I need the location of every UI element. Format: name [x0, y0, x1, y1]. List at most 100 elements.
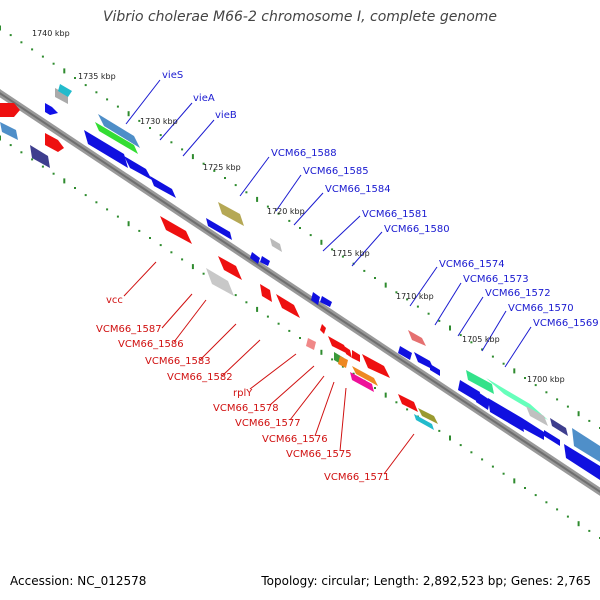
gene-label: VCM66_1570: [508, 303, 574, 314]
scale-dot: [299, 337, 301, 339]
scale-dot: [202, 272, 205, 275]
gene-arrow: [522, 418, 544, 440]
chromosome-backbone: [0, 89, 600, 496]
scale-dot: [20, 151, 23, 154]
minus-gene-labels: vcc VCM66_1587 VCM66_1586 VCM66_1583 VCM…: [96, 295, 390, 483]
gene-label: VCM66_1571: [324, 472, 390, 483]
scale-dot: [341, 365, 344, 368]
scale-dot: [352, 372, 355, 375]
scale-dot: [459, 334, 462, 337]
scale-dot: [41, 165, 44, 168]
scale-dot: [341, 255, 344, 258]
scale-dot: [149, 127, 151, 129]
gene-arrow: [338, 356, 348, 368]
gene-arrow: [488, 398, 524, 432]
gene-label-rplY: rplY: [233, 388, 253, 399]
scale-dot: [416, 305, 419, 308]
gene-arrow: [206, 268, 234, 296]
scale-dot: [534, 384, 537, 387]
scale-dot: [245, 301, 248, 304]
gene-label: VCM66_1585: [303, 166, 369, 177]
scale-dot: [491, 355, 494, 358]
gene-arrow: [430, 364, 440, 376]
minus-strand-genes: [160, 216, 438, 430]
plus-gene-labels: vieS vieA vieB VCM66_1588 VCM66_1585 VCM…: [162, 70, 599, 329]
scale-dot: [534, 494, 537, 497]
gene-arrow: [418, 408, 438, 424]
gene-arrow: [572, 428, 600, 462]
scale-dot: [470, 451, 473, 454]
scale-dot: [320, 349, 323, 355]
gene-label: VCM66_1583: [145, 356, 211, 367]
scale-dot: [191, 264, 194, 270]
scale-dot: [256, 306, 259, 312]
gene-label: VCM66_1588: [271, 148, 337, 159]
scale-dot: [395, 291, 398, 294]
gene-arrow: [260, 256, 270, 266]
scale-dot: [9, 34, 12, 37]
gene-arrow: [320, 324, 326, 334]
gene-arrow: [30, 145, 50, 168]
gene-arrow: [352, 350, 360, 362]
gene-arrow: [58, 84, 72, 97]
scale-dot: [331, 358, 334, 361]
plus-strand-genes: [0, 84, 600, 480]
gene-label: VCM66_1572: [485, 288, 551, 299]
gene-arrow: [0, 103, 20, 117]
scale-dot: [406, 298, 409, 301]
gene-arrow: [206, 218, 232, 240]
scale-dot: [149, 237, 151, 239]
scale-dot: [41, 55, 44, 58]
scale-dot: [513, 368, 516, 374]
scale-dot: [9, 144, 12, 147]
scale-dot: [181, 148, 184, 151]
gene-label: VCM66_1573: [463, 274, 529, 285]
scale-dot: [374, 387, 376, 389]
scale-dot: [288, 219, 291, 222]
gene-arrow: [458, 380, 480, 402]
gene-label-vieA: vieA: [193, 93, 215, 104]
scale-dot: [84, 84, 87, 87]
gene-arrow: [0, 122, 18, 140]
scale-dot: [52, 62, 55, 65]
scale-dot: [481, 458, 484, 461]
scale-dot: [234, 184, 237, 187]
scale-dot: [406, 408, 409, 411]
scale-dot: [449, 325, 451, 331]
scale-dot: [459, 444, 462, 447]
scale-dot: [438, 429, 441, 432]
scale-dot: [266, 315, 269, 318]
scale-dot: [20, 41, 23, 44]
gene-label: VCM66_1576: [262, 434, 328, 445]
tick-label: 1715 kbp: [332, 249, 370, 258]
scale-dot: [524, 487, 526, 489]
gene-label: VCM66_1584: [325, 184, 391, 195]
gene-label: VCM66_1569: [533, 318, 599, 329]
scale-dot: [277, 212, 280, 215]
gene-arrow: [55, 88, 68, 104]
tick-label: 1740 kbp: [32, 29, 70, 38]
scale-dot: [224, 177, 226, 179]
scale-dot: [116, 215, 119, 218]
tick-labels: 1740 kbp 1735 kbp 1730 kbp 1725 kbp 1720…: [32, 29, 565, 384]
scale-dot: [481, 348, 484, 351]
scale-dot: [588, 419, 591, 422]
scale-dot: [545, 391, 548, 394]
gene-arrow: [218, 256, 242, 280]
gene-arrow: [150, 176, 176, 198]
gene-arrow: [328, 336, 348, 354]
gene-arrow: [486, 378, 548, 420]
gene-arrow: [362, 354, 390, 378]
scale-dot: [577, 521, 580, 527]
gene-arrow: [84, 130, 128, 168]
scale-dot: [170, 141, 173, 144]
scale-dot: [31, 158, 34, 161]
scale-dot: [545, 501, 548, 504]
tick-label: 1730 kbp: [140, 117, 178, 126]
gene-label: VCM66_1580: [384, 224, 450, 235]
scale-dot: [138, 119, 141, 122]
scale-dot: [320, 239, 323, 245]
gene-label-vieB: vieB: [215, 110, 237, 121]
accession-text: Accession: NC_012578: [10, 574, 147, 588]
